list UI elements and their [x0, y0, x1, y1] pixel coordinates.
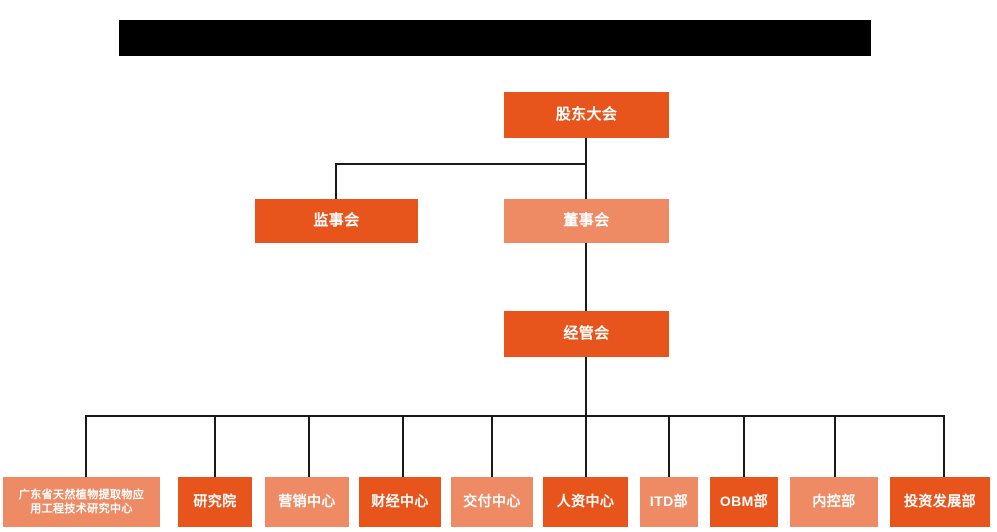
node-shareholders-meeting[interactable]: 股东大会	[504, 92, 669, 138]
node-label: 内控部	[812, 493, 856, 510]
connector-drop-internal-control	[834, 415, 836, 477]
connector-drop-itd	[668, 415, 670, 477]
node-label: 人资中心	[556, 493, 615, 510]
node-label: 股东大会	[555, 106, 618, 124]
node-label: OBM部	[719, 493, 769, 510]
connector-shareholders-stem	[585, 138, 587, 164]
node-obm-department[interactable]: OBM部	[710, 477, 778, 527]
connector-drop-institute	[214, 415, 216, 477]
connector-drop-obm	[743, 415, 745, 477]
node-internal-control-department[interactable]: 内控部	[790, 477, 878, 527]
connector-drop-hr	[585, 415, 587, 477]
node-itd-department[interactable]: ITD部	[640, 477, 698, 527]
connector-drop-delivery	[491, 415, 493, 477]
node-investment-development-department[interactable]: 投资发展部	[890, 477, 990, 527]
node-label: 营销中心	[278, 493, 336, 510]
connector-drop-directors	[585, 163, 587, 199]
node-label: 研究院	[193, 493, 237, 510]
node-label: ITD部	[649, 493, 689, 510]
node-label: 广东省天然植物提取物应 用工程技术研究中心	[18, 488, 145, 515]
connector-drop-supervisors	[335, 163, 337, 199]
node-label: 经管会	[563, 325, 610, 343]
node-board-of-directors[interactable]: 董事会	[504, 199, 669, 243]
node-label: 交付中心	[463, 493, 521, 510]
node-institute[interactable]: 研究院	[178, 477, 252, 527]
connector-directors-to-management	[585, 242, 587, 311]
node-finance-center[interactable]: 财经中心	[359, 477, 441, 527]
connector-level2-bus	[335, 163, 587, 165]
node-marketing-center[interactable]: 营销中心	[265, 477, 349, 527]
node-label: 财经中心	[371, 493, 429, 510]
node-guangdong-plant-extract-research-center[interactable]: 广东省天然植物提取物应 用工程技术研究中心	[3, 477, 160, 527]
connector-drop-investment	[943, 415, 945, 477]
redacted-title-bar	[119, 20, 871, 56]
connector-drop-marketing	[308, 415, 310, 477]
node-label: 投资发展部	[904, 493, 976, 510]
connector-drop-finance	[402, 415, 404, 477]
node-board-of-supervisors[interactable]: 监事会	[255, 199, 418, 243]
node-delivery-center[interactable]: 交付中心	[451, 477, 533, 527]
connector-management-stem	[585, 357, 587, 416]
connector-drop-research-center	[85, 415, 87, 477]
node-label: 董事会	[563, 212, 610, 230]
node-management-committee[interactable]: 经管会	[504, 311, 669, 357]
node-label: 监事会	[313, 212, 360, 230]
connector-level4-bus	[85, 415, 945, 417]
node-hr-center[interactable]: 人资中心	[543, 477, 628, 527]
